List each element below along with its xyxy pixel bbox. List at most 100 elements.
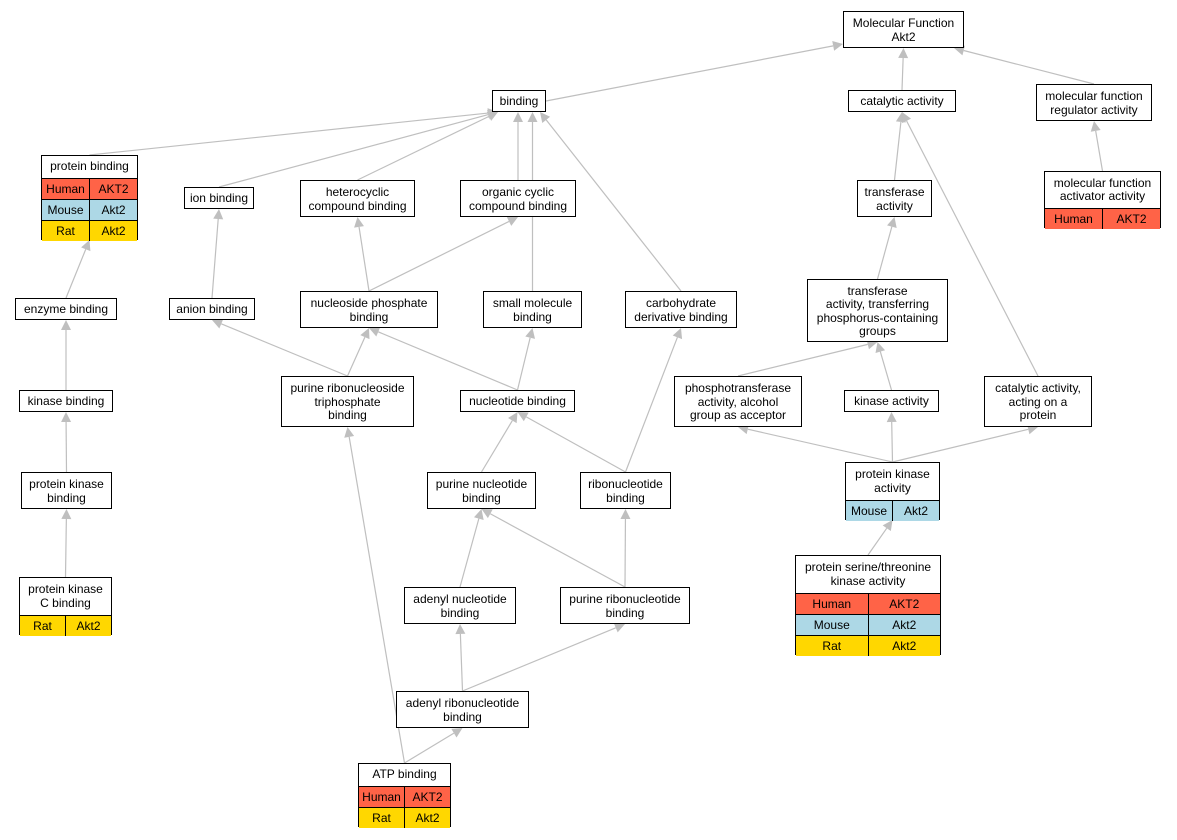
arrowhead-icon	[61, 509, 72, 520]
term-node-kinase-activity[interactable]: kinase activity	[844, 390, 939, 412]
edge-pkc_binding-to-protein_kinase_binding	[64, 518, 67, 578]
term-node-purine-ribo-triphos[interactable]: purine ribonucleoside triphosphate bindi…	[281, 376, 414, 427]
edge-atp_binding-to-adenyl_ribonucleotide	[404, 732, 455, 764]
species-name: Rat	[822, 639, 842, 653]
species-name: Mouse	[850, 504, 888, 518]
term-node-catalytic[interactable]: catalytic activity	[848, 90, 956, 112]
edge-anion_binding-to-ion_binding	[211, 218, 219, 299]
edge-protein_kinase_activity-to-phosphotransferase	[747, 428, 893, 463]
arrowhead-icon	[954, 45, 965, 56]
edge-mf_activator-to-mf_regulator	[1095, 130, 1104, 172]
gene-symbol: Akt2	[89, 221, 137, 241]
arrowhead-icon	[486, 111, 498, 121]
term-node-purine-nucleotide[interactable]: purine nucleotide binding	[427, 472, 536, 509]
term-node-transferase-phos[interactable]: transferase activity, transferring phosp…	[807, 279, 948, 342]
term-node-protein-kinase-binding[interactable]: protein kinase binding	[21, 472, 112, 509]
species-name: Rat	[56, 224, 75, 238]
term-node-ser-thr-kinase[interactable]: protein serine/threonine kinase activity…	[795, 555, 941, 656]
arrowhead-icon	[61, 412, 72, 423]
edge-phosphotransferase-to-transferase_phos	[737, 343, 868, 377]
gene-symbol: AKT2	[89, 179, 137, 199]
edge-nucleotide_binding-to-nucleoside_phosphate	[377, 331, 518, 391]
arrowhead-icon	[525, 328, 536, 339]
term-node-purine-ribonucleotide[interactable]: purine ribonucleotide binding	[560, 587, 690, 624]
arrowhead-icon	[508, 412, 518, 424]
arrowhead-icon	[474, 509, 484, 520]
arrowhead-icon	[481, 509, 493, 519]
term-node-adenyl-ribonucleotide[interactable]: adenyl ribonucleotide binding	[396, 691, 529, 728]
term-node-binding[interactable]: binding	[492, 90, 546, 112]
edge-purine_ribonucleotide-to-purine_nucleotide	[489, 513, 626, 588]
edge-adenyl_nucleotide-to-purine_nucleotide	[459, 518, 480, 588]
edge-protein_kinase_activity-to-catalytic_protein	[892, 428, 1029, 463]
term-label: small molecule binding	[492, 296, 573, 324]
edge-atp_binding-to-purine_ribo_triphos	[348, 436, 406, 764]
term-node-small-molecule[interactable]: small molecule binding	[483, 291, 582, 328]
arrowhead-icon	[212, 319, 224, 329]
arrowhead-icon	[886, 412, 897, 423]
arrowhead-icon	[513, 112, 523, 122]
arrowhead-icon	[540, 112, 551, 123]
term-node-ribonucleotide[interactable]: ribonucleotide binding	[580, 472, 671, 509]
term-node-enzyme-binding[interactable]: enzyme binding	[15, 298, 117, 320]
term-node-anion-binding[interactable]: anion binding	[169, 298, 255, 320]
term-node-transferase[interactable]: transferase activity	[857, 180, 932, 217]
edge-protein_kinase_activity-to-kinase_activity	[891, 421, 894, 463]
edge-ribonucleotide-to-carbohydrate	[624, 337, 678, 473]
term-node-adenyl-nucleotide[interactable]: adenyl nucleotide binding	[404, 587, 516, 624]
edge-nucleoside_phosphate-to-organic_cyclic	[368, 220, 510, 292]
gene-symbol: Akt2	[65, 616, 111, 636]
term-label: protein binding	[50, 159, 129, 174]
term-node-phosphotransferase[interactable]: phosphotransferase activity, alcohol gro…	[674, 376, 802, 427]
species-name: Human	[812, 597, 852, 611]
arrowhead-icon	[213, 209, 224, 220]
term-label: kinase binding	[27, 394, 105, 409]
species-name: Mouse	[813, 618, 850, 632]
edge-catalytic_protein-to-catalytic	[906, 120, 1039, 377]
arrowhead-icon	[898, 48, 909, 59]
term-node-organic-cyclic[interactable]: organic cyclic compound binding	[460, 180, 576, 217]
term-label: carbohydrate derivative binding	[634, 296, 728, 324]
edge-ion_binding-to-binding	[218, 114, 489, 188]
edge-transferase-to-catalytic	[893, 121, 902, 181]
arrowhead-icon	[882, 520, 893, 532]
species-name: Human	[362, 790, 401, 804]
term-node-catalytic-protein[interactable]: catalytic activity, acting on a protein	[984, 376, 1092, 427]
gene-symbol: AKT2	[1102, 209, 1160, 229]
term-node-mf-regulator[interactable]: molecular function regulator activity	[1036, 84, 1152, 121]
term-node-kinase-binding[interactable]: kinase binding	[19, 390, 113, 412]
arrowhead-icon	[902, 112, 912, 124]
gene-symbol: AKT2	[404, 787, 450, 807]
term-node-mf-akt2[interactable]: Molecular Function Akt2	[843, 11, 964, 48]
term-label: ion binding	[189, 191, 249, 206]
term-node-carbohydrate[interactable]: carbohydrate derivative binding	[625, 291, 737, 328]
term-node-heterocyclic[interactable]: heterocyclic compound binding	[300, 180, 415, 217]
arrowhead-icon	[887, 217, 897, 228]
term-node-nucleotide-binding[interactable]: nucleotide binding	[460, 390, 575, 412]
gene-symbol: Akt2	[89, 200, 137, 220]
term-node-ion-binding[interactable]: ion binding	[184, 187, 254, 209]
term-label: protein kinase C binding	[28, 582, 103, 610]
arrowhead-icon	[1090, 121, 1101, 132]
species-name: Rat	[372, 811, 391, 825]
edge-adenyl_ribonucleotide-to-adenyl_nucleotide	[459, 633, 464, 692]
term-label: molecular function regulator activity	[1045, 89, 1143, 117]
term-label: phosphotransferase activity, alcohol gro…	[684, 381, 792, 423]
species-row-rat: Rat Akt2	[796, 635, 940, 656]
gene-symbol: Akt2	[867, 636, 941, 656]
edge-transferase_phos-to-transferase	[876, 226, 893, 280]
term-node-nucleoside-phosphate[interactable]: nucleoside phosphate binding	[300, 291, 438, 328]
arrowhead-icon	[344, 427, 355, 438]
edge-nucleoside_phosphate-to-heterocyclic	[358, 226, 370, 292]
